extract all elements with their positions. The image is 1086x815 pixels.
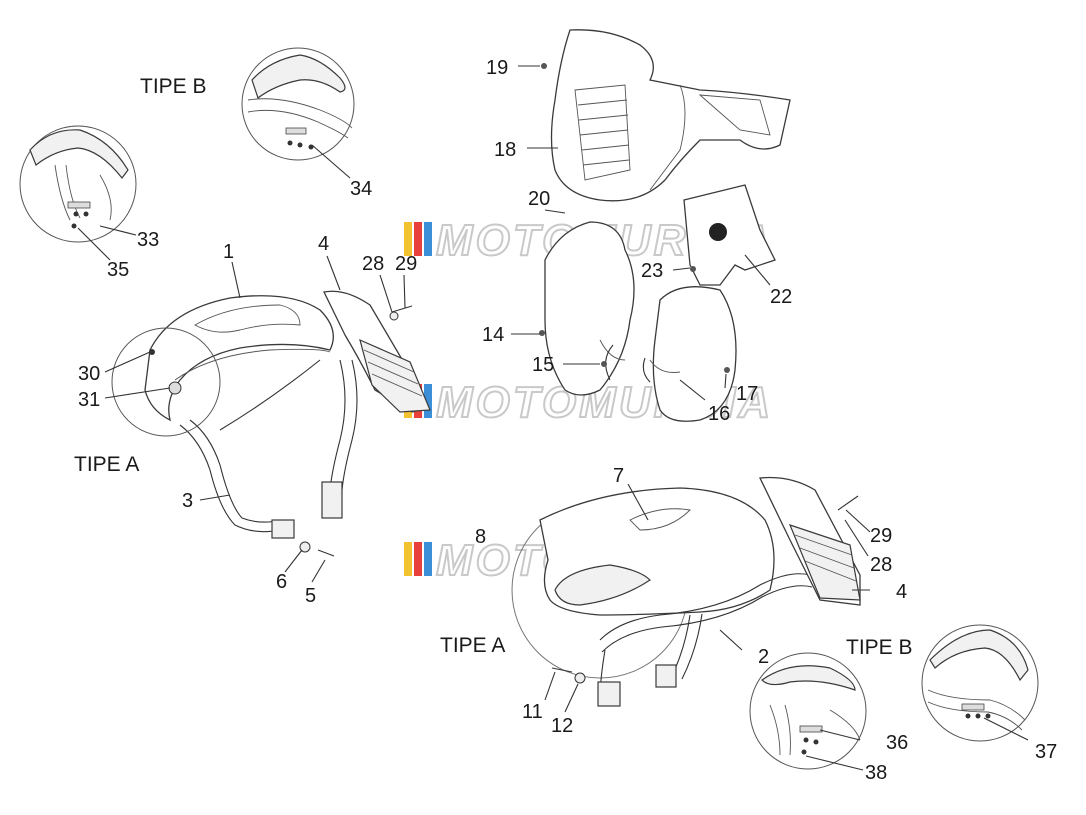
part-label: 6 (276, 571, 287, 593)
part-label: 33 (137, 229, 159, 251)
part-label: 15 (532, 354, 554, 376)
part-label: 35 (107, 259, 129, 281)
part-label: 17 (736, 383, 758, 405)
part-label: 4 (896, 581, 907, 603)
part-label: 36 (886, 732, 908, 754)
detail-circle-tipe-b-top (241, 47, 355, 161)
front-mudguard-assembly (144, 295, 358, 539)
part-label: 8 (475, 526, 486, 548)
part-label: 7 (613, 465, 624, 487)
detail-circle-37 (921, 624, 1039, 742)
part-label: 14 (482, 324, 504, 346)
part-label: 23 (641, 260, 663, 282)
grille-left (323, 290, 431, 413)
part-label: 18 (494, 139, 516, 161)
detail-circle-36-38 (749, 652, 867, 770)
screw-23 (690, 266, 696, 272)
clip-17 (724, 367, 730, 373)
part-label: 31 (78, 389, 100, 411)
leg-shield-18 (550, 29, 791, 202)
screw-19 (541, 63, 547, 69)
inner-shield-16-20 (544, 221, 737, 422)
label-tipe-b-top: TIPE B (140, 75, 207, 98)
part-label: 28 (362, 253, 384, 275)
leader-lines (77, 65, 1029, 771)
part-label: 19 (486, 57, 508, 79)
part-label: 2 (758, 646, 769, 668)
label-tipe-b-bottom: TIPE B (846, 636, 913, 659)
part-label: 20 (528, 188, 550, 210)
part-label: 34 (350, 178, 372, 200)
part-label: 16 (708, 403, 730, 425)
part-label: 29 (870, 525, 892, 547)
part-label: 12 (551, 715, 573, 737)
part-label: 3 (182, 490, 193, 512)
plate-22 (683, 184, 776, 286)
part-label: 5 (305, 585, 316, 607)
part-label: 22 (770, 286, 792, 308)
part-label: 11 (522, 701, 543, 723)
part-label: 29 (395, 253, 417, 275)
screw-14 (539, 330, 545, 336)
part-label: 1 (223, 241, 234, 263)
rear-mudguard-assembly (511, 487, 813, 707)
part-label: 4 (318, 233, 329, 255)
grille-right (759, 476, 861, 606)
part-label: 28 (870, 554, 892, 576)
part-label: 37 (1035, 741, 1057, 763)
label-tipe-a-bottom: TIPE A (440, 634, 505, 657)
screws-left (299, 305, 413, 557)
part-label: 30 (78, 363, 100, 385)
screw-29-right (837, 495, 859, 511)
label-tipe-a-left: TIPE A (74, 453, 139, 476)
screws-11-12 (551, 667, 586, 684)
part-label: 38 (865, 762, 887, 784)
detail-circle-left (19, 125, 137, 243)
screw-15 (601, 361, 607, 367)
